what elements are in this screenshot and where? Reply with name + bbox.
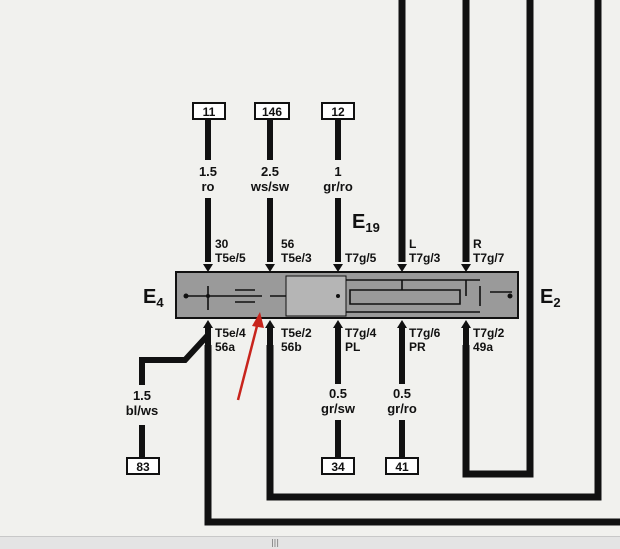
pin-id-top-5: T7g/7 <box>473 251 505 265</box>
pin-id-bottom-3: T7g/4 <box>345 326 377 340</box>
wire-size-bottom-1: 1.5 <box>133 388 151 403</box>
wire-bottom-83 <box>139 332 211 458</box>
terminal-box-12 <box>321 102 355 120</box>
pin-num-top-1: 30 <box>215 237 229 251</box>
terminal-box-34 <box>321 457 355 475</box>
wire-color-bottom-1: bl/ws <box>126 403 159 418</box>
wire-color-bottom-3: gr/ro <box>387 401 417 416</box>
pin-id-bottom-2: T5e/2 <box>281 326 312 340</box>
pin-num-top-4: L <box>409 237 416 251</box>
terminal-83-label: 83 <box>136 460 150 474</box>
wire-size-top-3: 1 <box>334 164 341 179</box>
wire-color-top-1: ro <box>202 179 215 194</box>
terminal-box-83 <box>126 457 160 475</box>
pin-num-bottom-3: PL <box>345 340 360 354</box>
wire-56a-loop <box>204 345 620 526</box>
pin-id-top-4: T7g/3 <box>409 251 441 265</box>
pin-id-top-1: T5e/5 <box>215 251 246 265</box>
pin-arrows-bottom <box>203 320 471 328</box>
pin-num-top-5: R <box>473 237 482 251</box>
terminal-11-label: 11 <box>203 105 216 119</box>
pin-num-bottom-4: PR <box>409 340 426 354</box>
component-center-label: E19 <box>352 211 380 235</box>
pin-id-bottom-4: T7g/6 <box>409 326 441 340</box>
pin-num-bottom-1: 56a <box>215 340 235 354</box>
switch-end-contacts <box>183 293 513 299</box>
wire-size-bottom-3: 0.5 <box>393 386 411 401</box>
horizontal-scrollbar[interactable]: ||| <box>0 536 620 549</box>
pin-id-bottom-1: T5e/4 <box>215 326 246 340</box>
pin-num-bottom-2: 56b <box>281 340 302 354</box>
pin-arrows-top <box>203 264 471 272</box>
wire-color-bottom-2: gr/sw <box>321 401 356 416</box>
wire-color-top-3: gr/ro <box>323 179 353 194</box>
wire-size-bottom-2: 0.5 <box>329 386 347 401</box>
wire-size-top-2: 2.5 <box>261 164 279 179</box>
pin-num-top-2: 56 <box>281 237 295 251</box>
wire-color-top-2: ws/sw <box>250 179 290 194</box>
wire-56b-loop <box>266 0 602 501</box>
wire-49a-loop <box>462 0 534 478</box>
component-right-label: E2 <box>540 286 561 310</box>
terminal-12-label: 12 <box>331 105 345 119</box>
terminal-box-41 <box>385 457 419 475</box>
pin-num-bottom-5: 49a <box>473 340 493 354</box>
pin-id-top-3: T7g/5 <box>345 251 377 265</box>
terminal-146-label: 146 <box>262 105 282 119</box>
wire-stubs-bottom <box>205 328 469 345</box>
wire-size-top-1: 1.5 <box>199 164 217 179</box>
terminal-box-146 <box>254 102 290 120</box>
scrollbar-grip[interactable]: ||| <box>270 538 280 547</box>
terminal-41-label: 41 <box>395 460 409 474</box>
terminal-34-label: 34 <box>331 460 345 474</box>
component-left-label: E4 <box>143 286 164 310</box>
terminal-box-11 <box>192 102 226 120</box>
pin-id-top-2: T5e/3 <box>281 251 312 265</box>
pin-id-bottom-5: T7g/2 <box>473 326 505 340</box>
red-annotation-arrow <box>236 312 264 401</box>
